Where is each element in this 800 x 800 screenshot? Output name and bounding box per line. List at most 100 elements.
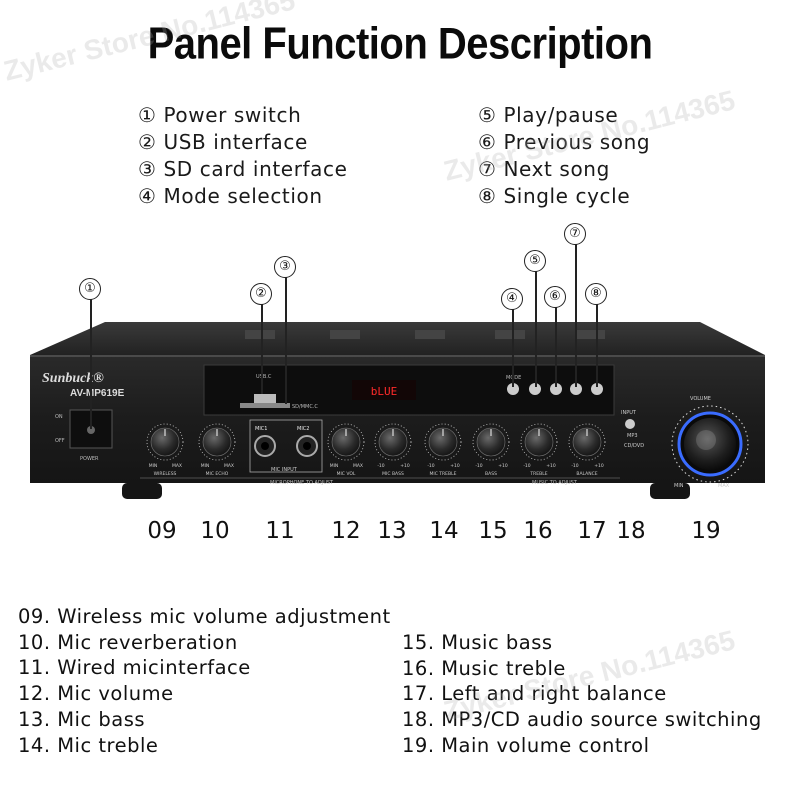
list-item: ⑤ Play/pause (478, 103, 619, 127)
sd-label: SD/MMC.C (292, 404, 318, 410)
knob-max-label: +10 (450, 463, 460, 469)
power-indicator-icon (87, 426, 95, 434)
volume-max-label: MAX (718, 483, 730, 489)
function-list-left: ① Power switch ② USB interface ③ SD card… (138, 102, 348, 210)
knob-max-label: +10 (498, 463, 508, 469)
control-list-left: 09. Wireless mic volume adjustment 10. M… (18, 604, 391, 758)
callout-6: ⑥ (544, 286, 566, 308)
treble-knob[interactable] (524, 427, 554, 457)
callout-4: ④ (501, 288, 523, 310)
list-item: 12. Mic volume (18, 682, 174, 706)
knob-scale (568, 423, 606, 461)
knob-scale (198, 423, 236, 461)
mic-echo-knob[interactable] (202, 427, 232, 457)
knob-max-label: MAX (172, 463, 182, 469)
callout-leader (575, 244, 577, 387)
mode-button[interactable] (507, 383, 519, 395)
knob-number: 12 (331, 518, 361, 544)
media-buttons (507, 383, 603, 395)
list-item: 18. MP3/CD audio source switching (402, 708, 762, 732)
mic-input-label: MIC INPUT (271, 467, 298, 473)
knob-scale (327, 423, 365, 461)
volume-scale (671, 405, 749, 483)
knob-min-label: MIN (201, 463, 210, 469)
chassis-top (30, 322, 765, 355)
mic1-label: MIC1 (255, 426, 267, 432)
list-item: ④ Mode selection (138, 184, 323, 208)
callout-leader (261, 304, 263, 394)
knob-label: MIC TREBLE (430, 471, 457, 477)
knob-number: 15 (478, 518, 508, 544)
knob-max-label: MAX (353, 463, 363, 469)
mic-input-frame (249, 419, 323, 473)
knob-scale (472, 423, 510, 461)
cd-dvd-label: CD/DVD (624, 443, 644, 449)
callout-3: ③ (274, 256, 296, 278)
foot (650, 483, 690, 499)
knob-number: 13 (377, 518, 407, 544)
callout-leader (285, 277, 287, 404)
mode-label: MODE (506, 375, 521, 381)
model-label: AV-MP619E (70, 388, 125, 399)
usb-label: USB.C (256, 374, 272, 380)
mp3-label: MP3 (627, 433, 638, 439)
knob-number: 17 (577, 518, 607, 544)
knob-number: 10 (200, 518, 230, 544)
sd-slot[interactable] (240, 403, 290, 408)
list-item: ① Power switch (138, 103, 302, 127)
list-item: ⑥ Previous song (478, 130, 651, 154)
balance-knob[interactable] (572, 427, 602, 457)
knob-max-label: MAX (224, 463, 234, 469)
knob-number: 09 (147, 518, 177, 544)
brand-logo: Sunbuck® (42, 371, 104, 386)
knob-number: 19 (691, 518, 721, 544)
list-item: 13. Mic bass (18, 707, 146, 731)
knob-scale (374, 423, 412, 461)
bass-knob[interactable] (476, 427, 506, 457)
callout-7: ⑦ (564, 223, 586, 245)
volume-label: VOLUME (690, 396, 711, 402)
knob-label: MIC VOL (337, 471, 356, 477)
knob-min-label: -10 (377, 463, 384, 469)
knob-scale (424, 423, 462, 461)
repeat-button[interactable] (591, 383, 603, 395)
list-item: 16. Music treble (402, 656, 566, 680)
function-list-right: ⑤ Play/pause ⑥ Previous song ⑦ Next song… (478, 102, 650, 210)
mic-treble-knob[interactable] (428, 427, 458, 457)
callout-leader (90, 299, 92, 429)
knob-label: MIC ECHO (206, 471, 229, 477)
previous-button[interactable] (550, 383, 562, 395)
knob-min-label: -10 (571, 463, 578, 469)
callout-1: ① (79, 278, 101, 300)
list-item: ⑧ Single cycle (478, 184, 631, 208)
power-label: POWER (80, 456, 99, 462)
next-button[interactable] (570, 383, 582, 395)
knob-scale (146, 423, 184, 461)
volume-knob[interactable] (684, 418, 736, 470)
list-item: 09. Wireless mic volume adjustment (18, 605, 391, 628)
wireless-knob[interactable] (150, 427, 180, 457)
knob-number: 14 (429, 518, 459, 544)
display-text: bLUE (371, 385, 398, 398)
list-item: 11. Wired micinterface (18, 656, 251, 680)
knob-min-label: -10 (523, 463, 530, 469)
callout-leader (555, 307, 557, 387)
list-item: ⑦ Next song (478, 157, 610, 181)
callout-leader (535, 271, 537, 387)
list-item: ② USB interface (138, 130, 308, 154)
led-display (352, 380, 416, 400)
mic-bass-knob[interactable] (378, 427, 408, 457)
usb-port[interactable] (254, 394, 276, 403)
callout-leader (596, 304, 598, 387)
foot (122, 483, 162, 499)
play-pause-button[interactable] (529, 383, 541, 395)
input-select-button[interactable] (625, 419, 635, 429)
input-label: INPUT (621, 410, 637, 416)
knob-min-label: -10 (427, 463, 434, 469)
mic2-label: MIC2 (297, 426, 309, 432)
list-item: 10. Mic reverberation (18, 630, 238, 654)
callout-8: ⑧ (585, 283, 607, 305)
mic-vol-knob[interactable] (331, 427, 361, 457)
